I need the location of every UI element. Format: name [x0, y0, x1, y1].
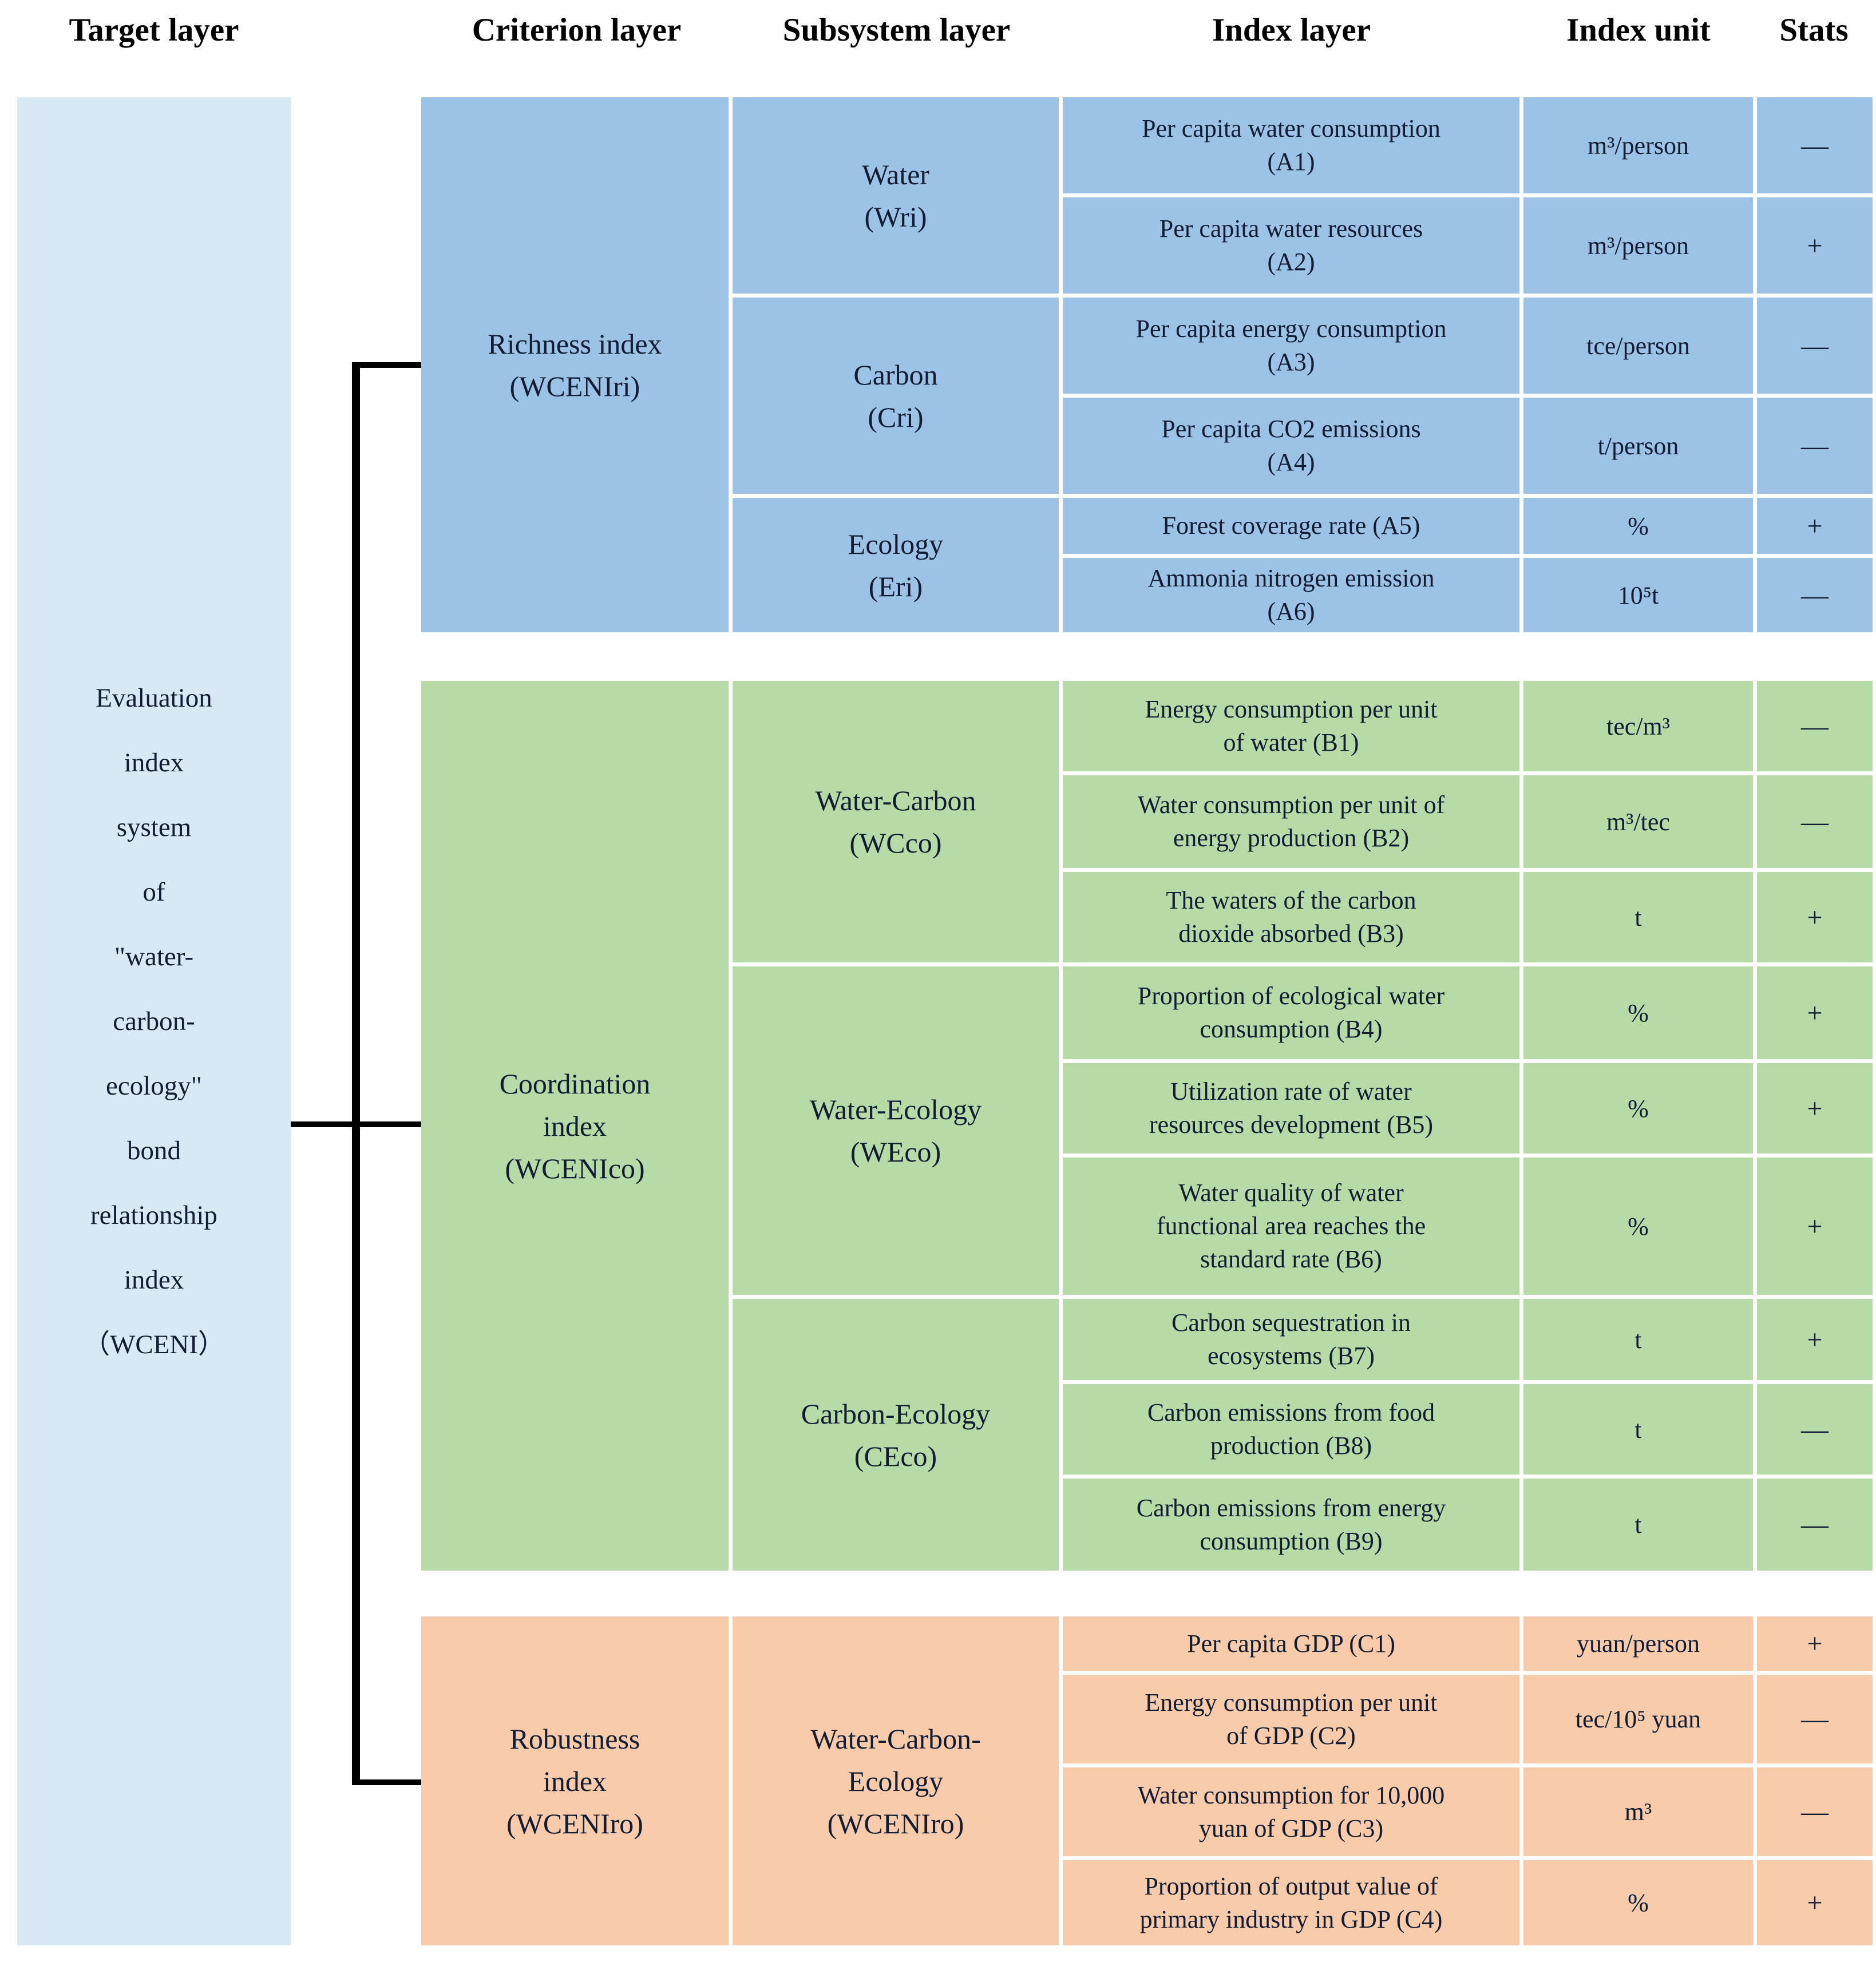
unit-cell: t [1523, 1299, 1753, 1380]
stat-cell: + [1757, 1063, 1873, 1154]
index-cell: Water consumption for 10,000 yuan of GDP… [1063, 1767, 1519, 1856]
index-cell: Per capita energy consumption (A3) [1063, 298, 1519, 394]
index-cell: Carbon sequestration in ecosystems (B7) [1063, 1299, 1519, 1380]
coordination-criterion-cell: Coordination index (WCENIco) [421, 681, 729, 1571]
index-cell: Ammonia nitrogen emission (A6) [1063, 558, 1519, 632]
connector-vertical-line [352, 362, 360, 1785]
index-cell: Per capita water consumption (A1) [1063, 97, 1519, 193]
unit-cell: tce/person [1523, 298, 1753, 394]
subsystem-cell: Carbon (Cri) [733, 298, 1059, 494]
index-cell: Utilization rate of water resources deve… [1063, 1063, 1519, 1154]
column-header-index-layer: Index layer [1212, 11, 1371, 48]
index-cell: Proportion of ecological water consumpti… [1063, 966, 1519, 1059]
connector-coordination-line [291, 1121, 422, 1127]
stat-cell: + [1757, 872, 1873, 962]
index-cell: Forest coverage rate (A5) [1063, 498, 1519, 554]
index-cell: Per capita GDP (C1) [1063, 1616, 1519, 1671]
unit-cell: % [1523, 1063, 1753, 1154]
unit-cell: m³/person [1523, 197, 1753, 294]
stat-cell: — [1757, 298, 1873, 394]
stat-cell: + [1757, 1158, 1873, 1295]
richness-criterion-cell: Richness index (WCENIri) [421, 97, 729, 632]
column-header-index-unit: Index unit [1566, 11, 1711, 48]
index-cell: Carbon emissions from food production (B… [1063, 1384, 1519, 1475]
index-cell: The waters of the carbon dioxide absorbe… [1063, 872, 1519, 962]
stat-cell: — [1757, 1767, 1873, 1856]
unit-cell: yuan/person [1523, 1616, 1753, 1671]
stat-cell: — [1757, 398, 1873, 494]
unit-cell: t [1523, 872, 1753, 962]
unit-cell: m³ [1523, 1767, 1753, 1856]
index-cell: Water quality of water functional area r… [1063, 1158, 1519, 1295]
index-cell: Proportion of output value of primary in… [1063, 1860, 1519, 1945]
index-cell: Carbon emissions from energy consumption… [1063, 1479, 1519, 1571]
stat-cell: — [1757, 1675, 1873, 1763]
unit-cell: tec/m³ [1523, 681, 1753, 771]
stat-cell: — [1757, 97, 1873, 193]
criterion-block-richness: Richness index (WCENIri)Water (Wri)Per c… [421, 97, 1873, 632]
stat-cell: + [1757, 1616, 1873, 1671]
stat-cell: — [1757, 1479, 1873, 1571]
subsystem-cell: Water (Wri) [733, 97, 1059, 294]
stat-cell: + [1757, 966, 1873, 1059]
stat-cell: + [1757, 498, 1873, 554]
index-cell: Per capita water resources (A2) [1063, 197, 1519, 294]
index-cell: Energy consumption per unit of GDP (C2) [1063, 1675, 1519, 1763]
unit-cell: t [1523, 1384, 1753, 1475]
stat-cell: + [1757, 197, 1873, 294]
stat-cell: — [1757, 681, 1873, 771]
index-cell: Per capita CO2 emissions (A4) [1063, 398, 1519, 494]
stat-cell: — [1757, 1384, 1873, 1475]
column-header-subsystem-layer: Subsystem layer [782, 11, 1011, 48]
unit-cell: % [1523, 966, 1753, 1059]
unit-cell: m³/tec [1523, 775, 1753, 868]
unit-cell: m³/person [1523, 97, 1753, 193]
stat-cell: + [1757, 1860, 1873, 1945]
unit-cell: % [1523, 498, 1753, 554]
subsystem-cell: Water-Ecology (WEco) [733, 966, 1059, 1295]
subsystem-cell: Ecology (Eri) [733, 498, 1059, 632]
subsystem-cell: Water-Carbon- Ecology (WCENIro) [733, 1616, 1059, 1945]
target-layer-label: Evaluation index system of "water- carbo… [82, 683, 225, 1359]
unit-cell: 10⁵t [1523, 558, 1753, 632]
subsystem-cell: Carbon-Ecology (CEco) [733, 1299, 1059, 1571]
stat-cell: — [1757, 558, 1873, 632]
subsystem-cell: Water-Carbon (WCco) [733, 681, 1059, 962]
unit-cell: tec/10⁵ yuan [1523, 1675, 1753, 1763]
stat-cell: — [1757, 775, 1873, 868]
connector-robustness-stub [356, 1779, 422, 1785]
criterion-block-robustness: Robustness index (WCENIro)Water-Carbon- … [421, 1616, 1873, 1945]
column-header-stats: Stats [1779, 11, 1849, 48]
unit-cell: t [1523, 1479, 1753, 1571]
stat-cell: + [1757, 1299, 1873, 1380]
column-header-criterion-layer: Criterion layer [472, 11, 682, 48]
unit-cell: % [1523, 1158, 1753, 1295]
index-cell: Water consumption per unit of energy pro… [1063, 775, 1519, 868]
unit-cell: t/person [1523, 398, 1753, 494]
target-layer-box: Evaluation index system of "water- carbo… [17, 97, 291, 1945]
index-cell: Energy consumption per unit of water (B1… [1063, 681, 1519, 771]
criterion-block-coordination: Coordination index (WCENIco)Water-Carbon… [421, 681, 1873, 1571]
unit-cell: % [1523, 1860, 1753, 1945]
connector-richness-stub [356, 362, 422, 368]
robustness-criterion-cell: Robustness index (WCENIro) [421, 1616, 729, 1945]
column-header-target-layer: Target layer [69, 11, 239, 48]
